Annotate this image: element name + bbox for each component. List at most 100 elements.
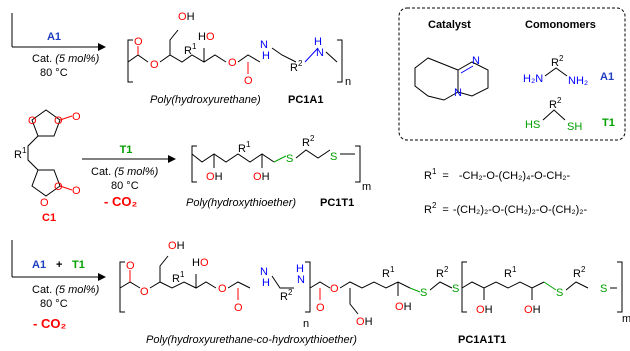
t1-bonds [542,109,566,121]
pc1t1-r2-chain [295,149,331,159]
pc1a1t1-code: PC1A1T1 [458,334,506,346]
pc1a1t1-n-subscript: n [303,318,309,330]
pc1t1-oh1: OH [206,171,223,183]
pc1a1-r1: R1 [184,42,197,57]
t1-box-label: T1 [602,117,615,129]
pc1a1t1-link-ch2oh [349,288,359,315]
pc1a1-oh-mid: HO [198,31,215,43]
pc1a1t1-t-s1: S [556,287,563,299]
reaction1-arrowhead [98,43,106,51]
pc1a1t1-t-s1-bond [543,281,557,291]
pc1a1-r2-bonds [271,47,297,63]
pc1a1-r2: R2 [290,59,303,74]
c1-top-ring [31,109,61,137]
pc1t1-code: PC1T1 [320,197,354,209]
pc1a1t1-link-s2: S [452,283,459,295]
reaction1-arrow-group: A1 Cat. (5 mol%) 80 °C [11,13,106,79]
pc1a1t1-u-r2: R2 [280,288,293,303]
dbu-six-ring [457,61,489,97]
pc1a1-ester-o: O [150,59,159,71]
catalyst-box-border [398,7,626,141]
pc1t1-r1: R1 [238,140,251,155]
c1-bot-o-right: O [54,181,63,193]
reaction3-arrow-group: A1 + T1 Cat. (5 mol%) 80 °C - CO₂ [11,240,106,331]
pc1a1-carbonyl-bonds [127,54,149,63]
reaction2-catalyst-text: Cat. (5 mol%) [91,166,159,178]
pc1a1t1-u-h1: H [262,277,270,289]
pc1a1t1-link-s1-bond [409,287,421,293]
pc1a1-urethane-bonds [237,54,261,63]
pc1a1-name: Poly(hydroxyurethane) [150,94,261,106]
pc1a1t1-u-urethane-o: O [218,283,227,295]
pc1a1t1-u-carbonyl [119,281,141,289]
pc1a1-end-bond [325,51,338,63]
pc1a1t1-u-urethane-bonds [227,281,251,289]
pc1a1-carbonyl-o: O [134,36,143,48]
pc1t1-r2: R2 [302,134,315,149]
reaction3-temperature: 80 °C [40,298,68,310]
pc1a1t1-bracket1-left [119,261,125,313]
reaction1-catalyst-text: Cat. (5 mol%) [32,53,100,65]
c1-top-o-left: O [28,115,37,127]
a1-r2: R2 [551,54,564,69]
pc1a1t1-bracket1-right [305,261,311,313]
pc1a1t1-u-r1: R1 [172,270,185,285]
pc1a1-code: PC1A1 [288,94,323,106]
a1-right-group: NH₂ [568,75,588,87]
pc1a1t1-bracket2-left [461,261,467,313]
pc1a1-left-bracket [127,39,133,83]
dbu-n-imine: N [472,55,480,67]
t1-r2: R2 [549,96,562,111]
pc1a1t1-u-n2: N [297,274,305,286]
t1-right-group: SH [567,121,582,133]
reaction2-reagent: T1 [120,144,133,156]
pc1a1-n-subscript: n [345,76,351,88]
dbu-imine-double [460,65,474,74]
r-definitions: R1=-CH₂-O-(CH₂)₄-O-CH₂- R2=-(CH₂)₂-O-(CH… [424,167,588,216]
pc1a1t1-t-chain [461,281,545,289]
pc1a1t1-u-chain [149,281,217,289]
c1-top-o-right: O [54,115,63,127]
pc1a1t1-u-urethane-carbonyl: O [234,302,243,314]
pc1a1t1-u-o-carbonyl: O [126,260,135,272]
pc1a1t1-u-ch2oh [159,255,169,282]
comonomers-label: Comonomers [525,19,596,31]
c1-bot-o-left: O [40,197,49,209]
reaction2-temperature: 80 °C [111,180,139,192]
pc1a1-nh-1: N [260,39,268,51]
pc1t1-structure: m OH R1 OH S R2 S Poly(hydroxythioether)… [186,134,371,209]
reaction2-arrow-group: T1 Cat. (5 mol%) 80 °C - CO₂ [82,144,176,209]
pc1a1t1-link-ester-o: O [330,283,339,295]
r2-definition: R2=-(CH₂)₂-O-(CH₂)₂-O-(CH₂)₂- [424,201,588,216]
c1-linker [27,135,39,171]
r1-definition: R1=-CH₂-O-(CH₂)₄-O-CH₂- [424,167,571,182]
a1-left-group: H₂N [523,73,543,85]
reaction3-reagent-a: A1 [32,259,46,271]
pc1a1t1-link-chain [339,281,411,289]
reaction3-byproduct: - CO₂ [33,316,66,331]
c1-label: C1 [42,212,56,224]
pc1a1t1-structure: n O O OH R1 HO O O N H R2 H N O O OH R1 … [119,240,630,346]
reaction3-plus: + [56,259,62,271]
pc1a1t1-link-oh2: OH [395,301,412,313]
pc1t1-oh2: OH [253,171,270,183]
dbu-n-amine: N [454,87,462,99]
pc1a1-structure: n O O OH R1 HO O O N H R2 H N Poly(hydro… [127,11,351,106]
pc1a1t1-link-r1: R1 [382,265,395,280]
pc1a1-ch2oh-bond [169,29,179,55]
pc1a1t1-t-oh1: OH [476,304,493,316]
pc1a1t1-u-r2-bonds [271,275,294,289]
pc1a1t1-name: Poly(hydroxyurethane-co-hydroxythioether… [146,334,357,346]
pc1a1t1-t-r2-chain [565,281,589,291]
pc1a1-nh-1-h: H [262,50,270,62]
pc1a1t1-link-oh-bottom: OH [356,316,373,328]
c1-bottom-ring [31,169,61,197]
pc1a1t1-bracket2-right [617,261,623,313]
pc1a1t1-t-s2: S [600,283,607,295]
reaction1-temperature: 80 °C [40,67,68,79]
a1-box-label: A1 [600,71,614,83]
pc1a1t1-u-n1: N [260,266,268,278]
pc1a1t1-u-oh-mid: HO [192,257,209,269]
a1-bonds [544,67,568,77]
